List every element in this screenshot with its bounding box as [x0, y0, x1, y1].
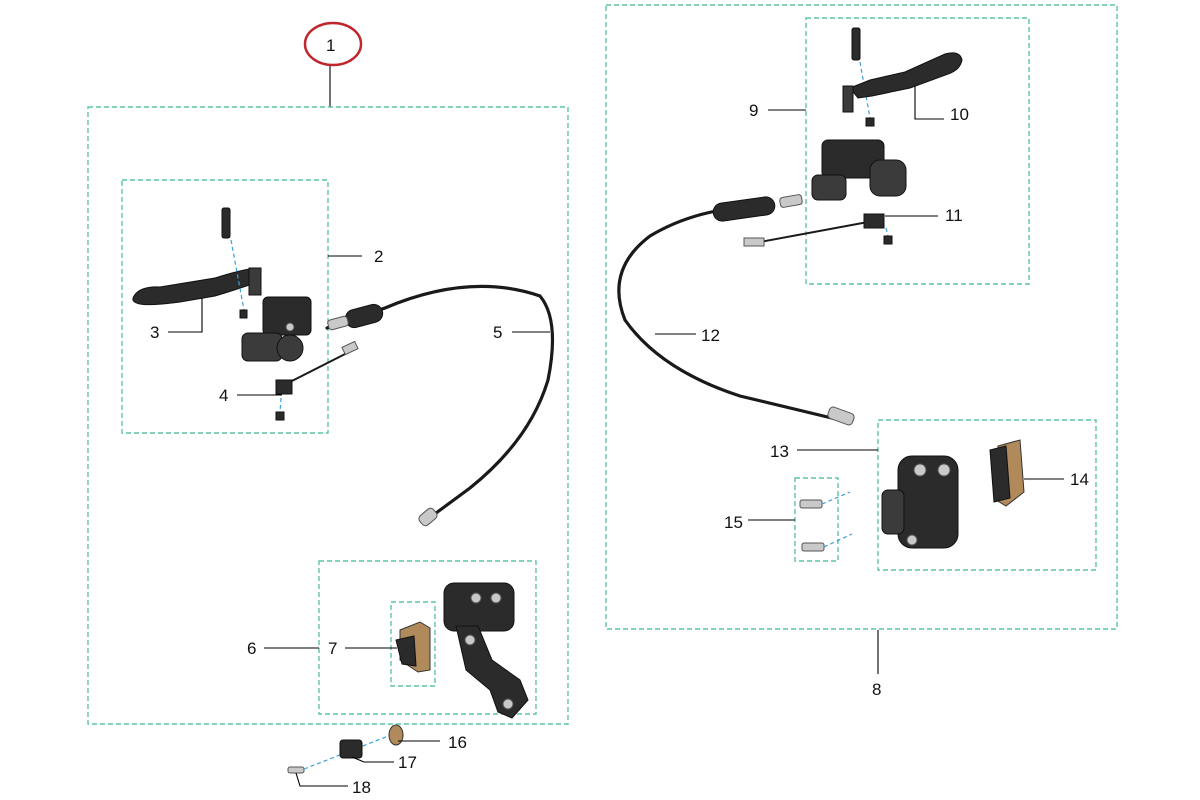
group-box-lever-assembly	[121, 179, 329, 434]
front-brake-caliper	[881, 455, 959, 549]
callout-4-label: 4	[219, 386, 228, 405]
callout-12-label: 12	[701, 326, 720, 345]
group-box-rear-caliper	[318, 560, 537, 715]
front-brake-pads	[989, 439, 1025, 507]
group-box-left	[87, 106, 569, 725]
callout-3-label: 3	[150, 323, 159, 342]
callout-18-label: 18	[352, 778, 371, 797]
left-master-cylinder	[241, 296, 312, 362]
callout-8-label: 8	[872, 680, 881, 699]
callout-16-label: 16	[448, 733, 467, 752]
right-brake-switch	[743, 213, 893, 247]
rear-brake-pads	[395, 621, 431, 673]
callout-9-label: 9	[749, 101, 758, 120]
callout-14-label: 14	[1070, 470, 1089, 489]
callout-1-circle	[303, 21, 363, 67]
rear-brake-caliper	[443, 582, 529, 719]
banjo-bolt-assembly	[287, 724, 404, 774]
callout-1-label: 1	[326, 36, 335, 55]
callout-15-label: 15	[724, 513, 743, 532]
group-box-right-lever	[805, 17, 1030, 285]
callout-6-label: 6	[247, 639, 256, 658]
left-brake-switch	[275, 340, 359, 421]
caliper-mounting-bolts	[799, 491, 853, 552]
right-brake-lever	[842, 52, 963, 113]
callout-2-label: 2	[374, 247, 383, 266]
leader-lines	[168, 86, 1064, 787]
callout-10-label: 10	[950, 105, 969, 124]
right-lever-pivot-bolt	[851, 27, 875, 127]
right-master-cylinder	[779, 139, 907, 208]
right-brake-hose	[617, 196, 855, 426]
callout-7-label: 7	[328, 639, 337, 658]
callout-11-label: 11	[945, 206, 963, 225]
group-box-front-caliper	[877, 419, 1097, 571]
callout-17-label: 17	[398, 753, 417, 772]
group-box-right	[605, 4, 1118, 630]
callout-13-label: 13	[770, 442, 789, 461]
left-lever-pivot-bolt	[221, 207, 248, 319]
callout-5-label: 5	[493, 323, 502, 342]
left-brake-hose	[325, 284, 555, 527]
left-brake-lever	[132, 267, 262, 306]
